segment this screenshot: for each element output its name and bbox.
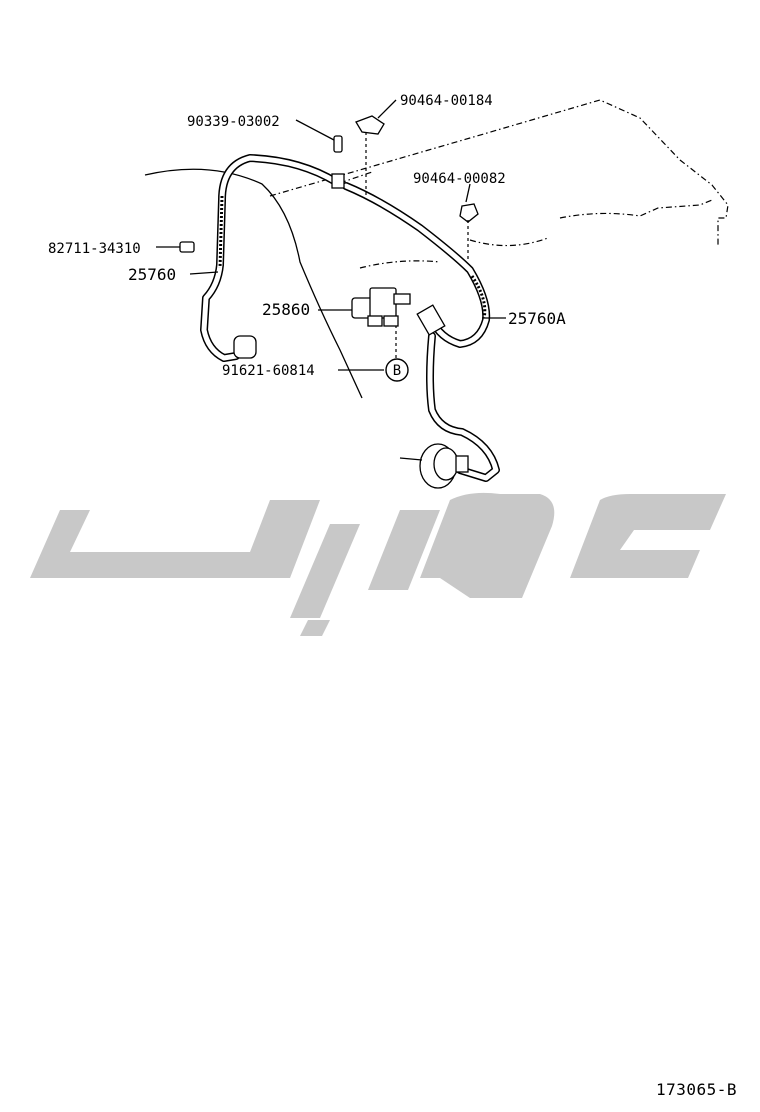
- clamp-90464-00082: [459, 203, 479, 223]
- watermark-logo: [30, 492, 726, 636]
- callout-b-label: B: [393, 363, 401, 379]
- vacuum-actuator: [399, 443, 469, 489]
- hose-25760A: [342, 182, 491, 348]
- engine-outline: [144, 99, 729, 399]
- label-90339-03002: 90339-03002: [187, 114, 280, 130]
- label-90464-00082: 90464-00082: [413, 171, 506, 187]
- hose-joint: [331, 173, 446, 336]
- label-25760: 25760: [128, 265, 176, 284]
- label-25860: 25860: [262, 300, 310, 319]
- label-82711-34310: 82711-34310: [48, 241, 141, 257]
- label-91621-60814: 91621-60814: [222, 363, 315, 379]
- hose-lower: [426, 332, 500, 482]
- vsv-25860: [351, 287, 411, 327]
- leader-lines: [156, 99, 506, 371]
- hose-25760: [200, 154, 340, 362]
- callout-b: B: [385, 358, 409, 382]
- clamp-90464-00184: [355, 115, 385, 135]
- hose-connector-left: [233, 335, 257, 359]
- plug-90339-03002: [333, 135, 343, 153]
- label-90464-00184: 90464-00184: [400, 93, 493, 109]
- label-25760A: 25760A: [508, 309, 566, 328]
- clip-82711-34310: [179, 241, 195, 253]
- reference-code: 173065-B: [656, 1080, 738, 1099]
